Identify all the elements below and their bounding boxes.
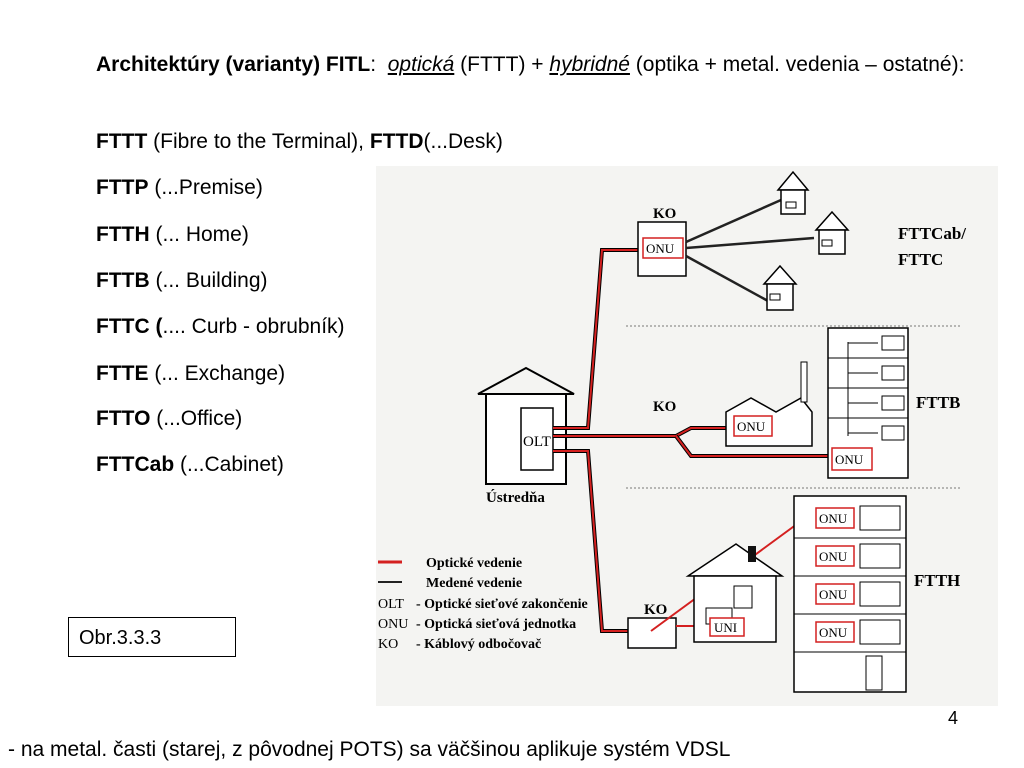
central-office-label: Ústredňa: [486, 489, 545, 506]
legend-item: - Káblový odbočovač: [416, 637, 541, 652]
legend-key: OLT: [378, 597, 404, 612]
onu-label-ftth-4: ONU: [819, 625, 848, 640]
ko-label-top: KO: [653, 206, 676, 222]
term-desc: (...Premise): [148, 176, 263, 199]
onu-label-ftth-2: ONU: [819, 549, 848, 564]
fttb-riser: [848, 342, 878, 434]
onu-box-factory: [733, 415, 773, 437]
term-desc: (...Office): [150, 407, 243, 430]
ftth-onus: [815, 507, 855, 643]
fitl-architecture-diagram: OLT Ústredňa KO ONU FTTCab/ FTTC KO: [376, 166, 998, 706]
house-icon: [762, 264, 798, 311]
house-icon: [776, 170, 810, 215]
term-fttc: FTTC (.... Curb - obrubník): [96, 314, 345, 340]
footnote: - na metal. časti (starej, z pôvodnej PO…: [8, 738, 731, 761]
fiber-trunks: [553, 248, 676, 633]
onu-label-ftth-3: ONU: [819, 587, 848, 602]
term-desc: (...Cabinet): [174, 453, 284, 476]
central-office-building: [477, 366, 575, 485]
legend-item: Optické vedenie: [426, 556, 522, 571]
term-ftte: FTTE (... Exchange): [96, 361, 285, 387]
fttcab-label-line1: FTTCab/: [898, 224, 966, 243]
figure-label: Obr.3.3.3: [68, 617, 236, 657]
house-icon: [814, 210, 850, 255]
term-desc-fttd: (...Desk): [423, 130, 503, 153]
olt-box: [520, 407, 554, 471]
uni-label: UNI: [714, 620, 737, 635]
term-ftth: FTTH (... Home): [96, 222, 249, 248]
term-fttp: FTTP (...Premise): [96, 175, 263, 201]
uni-box: [709, 617, 745, 637]
legend-item: Medené vedenie: [426, 576, 522, 591]
term-desc: (... Exchange): [148, 362, 286, 385]
onu-label-ftth-1: ONU: [819, 511, 848, 526]
ko-label-middle: KO: [653, 399, 676, 415]
onu-label-factory: ONU: [737, 419, 766, 434]
term-fttb: FTTB (... Building): [96, 268, 268, 294]
legend-item: - Optická sieťová jednotka: [416, 617, 576, 632]
term-abbr: FTTT: [96, 130, 148, 153]
heading-optical: optická: [387, 53, 455, 76]
term-abbr: FTTH: [96, 223, 150, 246]
legend-key: KO: [378, 637, 398, 652]
slide-heading: Architektúry (varianty) FITL: optická (F…: [96, 50, 996, 80]
term-desc: .... Curb - obrubník): [162, 315, 345, 338]
term-desc: (... Home): [149, 223, 249, 246]
legend-key: ONU: [378, 617, 408, 632]
term-abbr: FTTO: [96, 407, 151, 430]
heading-rest: (optika + metal. vedenia – ostatné):: [635, 53, 965, 76]
onu-label-fttb: ONU: [835, 452, 864, 467]
fttb-windows: [881, 335, 905, 441]
term-abbr: FTTCab: [96, 453, 175, 476]
term-fttt: FTTT (Fibre to the Terminal), FTTD(...De…: [96, 129, 503, 155]
term-ftto: FTTO (...Office): [96, 406, 242, 432]
term-abbr: FTTC (: [96, 315, 163, 338]
fttb-label: FTTB: [916, 393, 960, 412]
ko-cabinet-bottom: [627, 617, 677, 649]
olt-label: OLT: [523, 434, 551, 450]
term-abbr: FTTE: [96, 362, 149, 385]
copper-lines-top: [685, 198, 815, 303]
heading-sep: :: [370, 53, 377, 76]
fttcab-label-line2: FTTC: [898, 250, 943, 269]
onu-box-fttb: [831, 447, 873, 471]
heading-hybrid: hybridné: [549, 53, 630, 76]
page-number: 4: [948, 708, 959, 728]
heading-bold: Architektúry (varianty) FITL: [96, 53, 371, 76]
onu-box-top: [642, 237, 684, 259]
diagram-legend: Optické vedenie Medené vedenie OLT - Opt…: [378, 556, 588, 652]
legend-item: - Optické sieťové zakončenie: [416, 597, 588, 612]
ftth-label: FTTH: [914, 571, 960, 590]
term-desc: (... Building): [149, 269, 268, 292]
term-abbr: FTTP: [96, 176, 149, 199]
ftth-house: [685, 543, 785, 643]
term-abbr-fttd: FTTD: [369, 130, 424, 153]
term-desc: (Fibre to the Terminal),: [147, 130, 370, 153]
term-abbr: FTTB: [96, 269, 150, 292]
onu-label-top: ONU: [646, 241, 675, 256]
fiber-branch-middle: [674, 426, 832, 458]
ko-label-bottom: KO: [644, 602, 667, 618]
term-fttcab: FTTCab (...Cabinet): [96, 452, 284, 478]
heading-fttt: (FTTT) +: [460, 53, 544, 76]
ftth-windows: [859, 505, 901, 645]
